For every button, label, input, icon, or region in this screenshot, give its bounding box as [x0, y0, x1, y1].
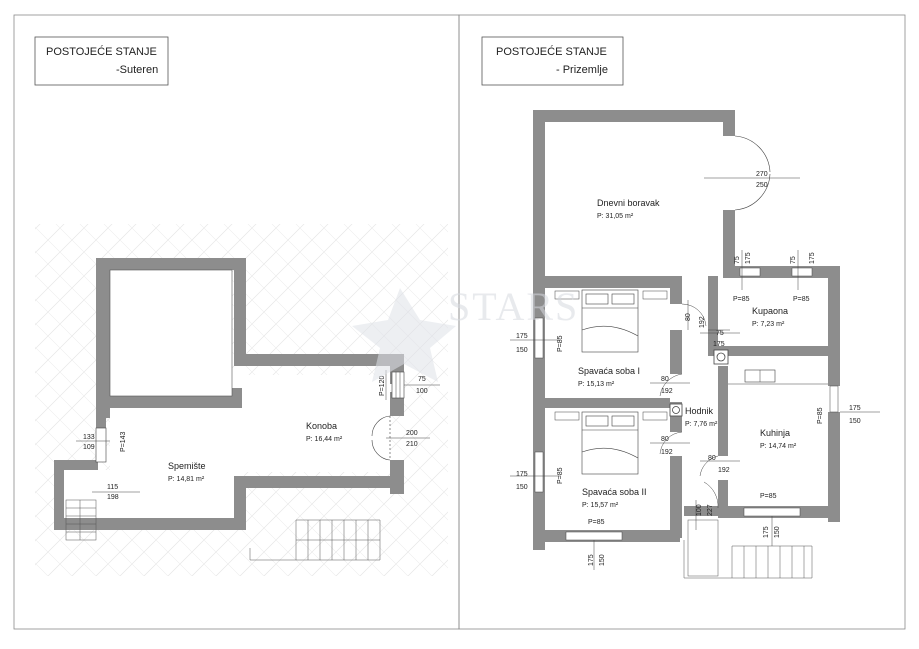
right-title-line2: - Prizemlje — [556, 64, 608, 76]
dim-kuh-door-b: 192 — [718, 467, 730, 474]
dnevni-area: P: 31,05 m² — [597, 213, 634, 220]
right-sheet-frame — [458, 14, 906, 630]
dim-s2-b-a: 175 — [588, 554, 595, 566]
dim-h-door-a: 80 — [661, 376, 669, 383]
dim-kuh-b-a: 175 — [763, 526, 770, 538]
dim-door-bottom: 210 — [406, 441, 418, 448]
hodnik-label: Hodnik — [685, 406, 714, 416]
dim-s1-top: 175 — [516, 333, 528, 340]
konoba-label: Konoba — [306, 421, 337, 431]
watermark-text: STARS — [448, 284, 579, 329]
left-title-line1: POSTOJEĆE STANJE — [46, 45, 157, 58]
spavaca2-label: Spavaća soba II — [582, 487, 647, 497]
dim-kuh-door-a: 80 — [708, 455, 716, 462]
dim-s2-door-a: 80 — [661, 436, 669, 443]
dim-kuh-p-right: P=85 — [817, 407, 824, 424]
dim-kuh-right-bottom: 150 — [849, 418, 861, 425]
dim-h-door-b: 192 — [661, 388, 673, 395]
dim-door-top: 200 — [406, 430, 418, 437]
dim-k-w1-a: 75 — [734, 256, 741, 264]
dnevni-label: Dnevni boravak — [597, 198, 660, 208]
dim-k-w1-b: 175 — [745, 252, 752, 264]
kuhinja-area: P: 14,74 m² — [760, 443, 797, 450]
dim-left-bottom: 109 — [83, 444, 95, 451]
bed-room1 — [581, 289, 639, 353]
dim-stair-top: 115 — [107, 484, 118, 491]
dim-win-bottom: 100 — [416, 388, 428, 395]
dim-s2-b-b: 150 — [599, 554, 606, 566]
dim-entry-b: 227 — [707, 504, 714, 516]
kupaona-area: P: 7,23 m² — [752, 321, 785, 328]
right-title-line1: POSTOJEĆE STANJE — [496, 45, 607, 58]
kupaona-label: Kupaona — [752, 306, 788, 316]
dim-s2-door-b: 192 — [661, 449, 673, 456]
dim-s2-left-bottom: 150 — [516, 484, 528, 491]
dim-stair-bottom: 198 — [107, 494, 119, 501]
bed-room2 — [581, 411, 639, 475]
prizemlje-plan — [510, 110, 880, 579]
dim-ku-top: 75 — [716, 330, 724, 337]
left-title-box: POSTOJEĆE STANJE -Suteren — [34, 36, 169, 86]
dim-kuh-b-b: 150 — [774, 526, 781, 538]
dim-win-top: 75 — [418, 376, 426, 383]
left-title-line2: -Suteren — [116, 64, 158, 76]
dim-kuh-right-top: 175 — [849, 405, 861, 412]
dim-s1-p: P=85 — [557, 335, 564, 352]
spremiste-area: P: 14,81 m² — [168, 476, 205, 483]
dim-rdoor-bottom: 250 — [756, 182, 768, 189]
dim-ku-bottom: 175 — [713, 341, 725, 348]
dim-s2-p-bottom: P=85 — [588, 519, 605, 526]
spavaca1-label: Spavaća soba I — [578, 366, 640, 376]
dim-s1-door-b: 192 — [699, 316, 706, 328]
dim-win-p: P=120 — [379, 375, 386, 396]
right-title-box: POSTOJEĆE STANJE - Prizemlje — [481, 36, 624, 86]
spavaca1-area: P: 15,13 m² — [578, 381, 615, 388]
hodnik-area: P: 7,76 m² — [685, 421, 718, 428]
dim-left-p: P=143 — [120, 431, 127, 452]
dim-left-top: 133 — [83, 434, 95, 441]
dim-entry-a: 100 — [696, 504, 703, 516]
suteren-plan — [54, 258, 440, 561]
dim-s1-door-a: 80 — [685, 313, 692, 321]
dim-kuh-p-bottom: P=85 — [760, 493, 777, 500]
spremiste-label: Spemište — [168, 461, 206, 471]
dim-s2-left-top: 175 — [516, 471, 528, 478]
dim-k-p2: P=85 — [793, 296, 810, 303]
watermark: STARS — [352, 284, 579, 382]
dim-s1-bottom: 150 — [516, 347, 528, 354]
dim-k-w2-a: 75 — [790, 256, 797, 264]
dim-k-w2-b: 175 — [809, 252, 816, 264]
spavaca2-area: P: 15,57 m² — [582, 502, 619, 509]
kuhinja-label: Kuhinja — [760, 428, 790, 438]
dim-s2-p-left: P=85 — [557, 467, 564, 484]
konoba-area: P: 16,44 m² — [306, 436, 343, 443]
dim-rdoor-top: 270 — [756, 171, 768, 178]
star-icon — [352, 288, 456, 382]
dim-k-p1: P=85 — [733, 296, 750, 303]
